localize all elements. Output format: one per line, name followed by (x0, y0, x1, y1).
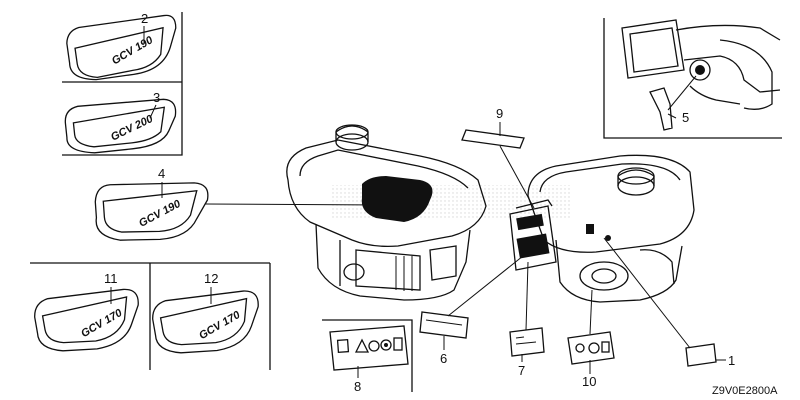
callout-1: 1 (728, 353, 735, 368)
label-6[interactable] (419, 311, 469, 339)
callout-9: 9 (496, 106, 503, 121)
callout-12: 12 (204, 271, 218, 286)
engine-left (286, 124, 487, 301)
engine-cover-label (361, 176, 433, 222)
callout-7: 7 (518, 363, 525, 378)
label-7[interactable] (509, 327, 545, 357)
callout-4: 4 (158, 166, 165, 181)
badge-3[interactable]: GCV 200 (64, 96, 179, 155)
label-9[interactable] (461, 129, 525, 149)
badge-4-text: GCV 190 (137, 198, 183, 230)
badge-11[interactable]: GCV 170 (32, 283, 145, 358)
callout-2: 2 (141, 11, 148, 26)
badge-12[interactable]: GCV 170 (150, 285, 265, 361)
inset-detail (621, 19, 781, 131)
callout-5: 5 (682, 110, 689, 125)
aircleaner-label-bottom (516, 233, 550, 259)
badge-2[interactable]: GCV 190 (65, 14, 182, 83)
callout-3: 3 (153, 90, 160, 105)
label-1[interactable] (685, 343, 717, 367)
part-5-bracket (649, 87, 673, 131)
badge-4[interactable]: GCV 190 (94, 178, 211, 244)
callout-10: 10 (582, 374, 596, 389)
callout-8: 8 (354, 379, 361, 394)
label-10[interactable] (567, 331, 615, 365)
label-8[interactable] (329, 325, 409, 371)
callout-11: 11 (104, 271, 118, 286)
aircleaner-label-top (516, 213, 544, 231)
diagram-code: Z9V0E2800A (712, 385, 778, 397)
engine-right (509, 154, 695, 303)
frame-lines (30, 12, 782, 392)
badge-11-text: GCV 170 (79, 307, 125, 340)
badge-12-text: GCV 170 (197, 309, 243, 342)
callout-6: 6 (440, 351, 447, 366)
